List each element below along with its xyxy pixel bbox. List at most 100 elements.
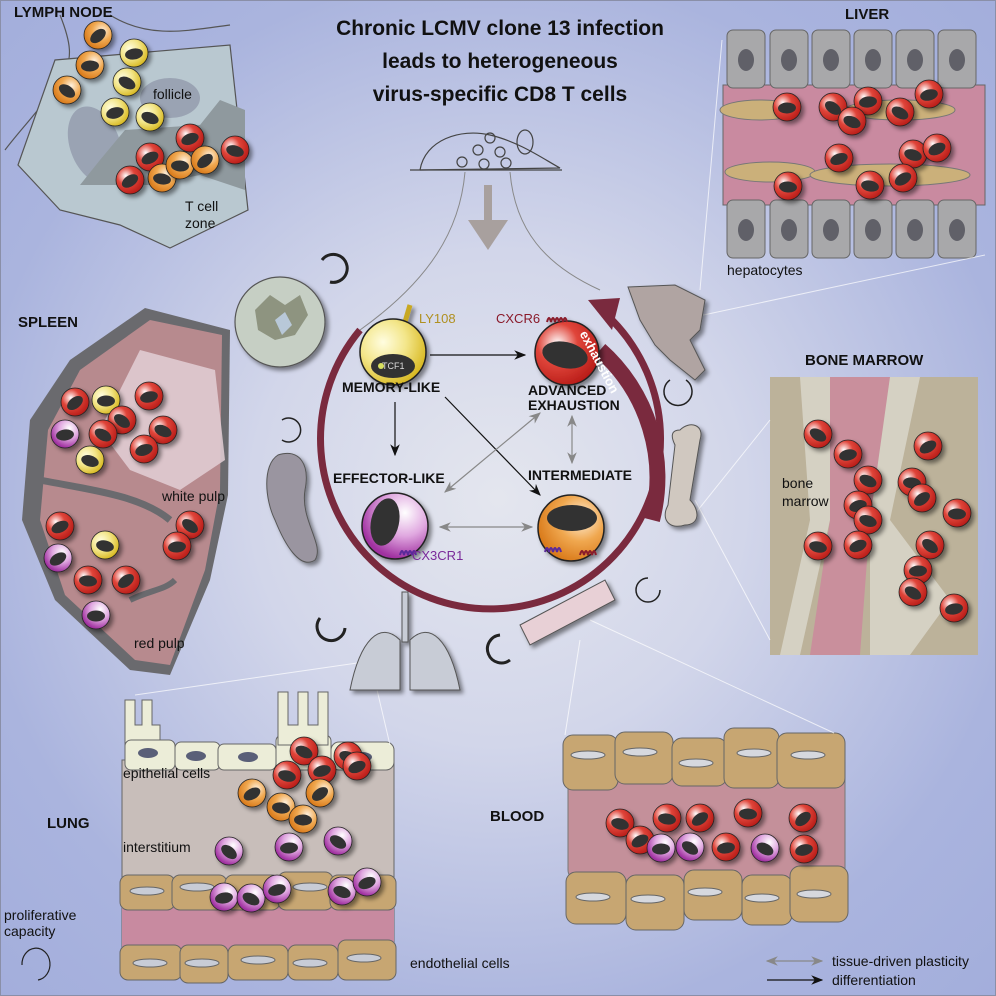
legend-proliferative: proliferative capacity [4,907,76,939]
marker-ly108: LY108 [419,311,456,326]
label-white-pulp: white pulp [162,488,226,504]
legend-plasticity-label: tissue-driven plasticity [832,953,969,969]
tissue-t-cell [907,483,937,513]
label-bone: bone [782,475,814,491]
label-endothelial-cells: endothelial cells [410,955,510,971]
tissue-t-cell [837,106,867,136]
lymph-node-organ-icon [234,276,326,368]
tissue-t-cell [165,150,195,180]
effector-like-cell[interactable] [361,492,429,560]
region-blood: BLOOD [490,808,545,825]
tissue-t-cell [675,832,705,862]
memory-like-cell[interactable] [359,304,427,386]
tissue-t-cell [305,778,335,808]
title-line-3: virus-specific CD8 T cells [372,83,628,106]
tissue-t-cell [115,165,145,195]
blood-vessel-organ-icon [519,579,616,646]
tissue-cells [43,20,972,913]
tissue-t-cell [112,67,142,97]
tissue-t-cell [50,419,80,449]
mouse-icon [410,129,562,171]
label-follicle: follicle [153,86,192,102]
infection-arrow-icon [468,185,508,250]
tissue-t-cell [922,133,952,163]
tissue-t-cell [81,600,111,630]
tissue-t-cell [914,79,944,109]
tissue-t-cell [788,803,818,833]
label-red-pulp: red pulp [134,635,185,651]
label-zone: zone [185,215,216,231]
tissue-t-cell [266,792,296,822]
tissue-t-cell [646,833,676,863]
tissue-t-cell [942,498,972,528]
label-marrow: marrow [782,493,829,509]
tissue-t-cell [289,736,319,766]
marker-tcf1: TCF1 [382,361,405,371]
tissue-t-cell [352,867,382,897]
tissue-t-cell [75,50,105,80]
advanced-exhaustion-cell[interactable] [534,317,600,386]
tissue-t-cell [915,530,945,560]
region-bone-marrow: BONE MARROW [805,352,924,369]
tissue-t-cell [236,883,266,913]
tissue-t-cell [91,385,121,415]
tissue-t-cell [772,92,802,122]
tissue-t-cell [190,145,220,175]
tissue-t-cell [111,565,141,595]
marker-cx3cr1: CX3CR1 [412,548,464,563]
tissue-t-cell [307,755,337,785]
liver-panel [679,29,986,321]
tissue-t-cell [214,836,244,866]
bone-organ-icon [664,424,702,527]
state-effector-like: EFFECTOR-LIKE [333,470,445,486]
exhaustion-ring [317,298,666,613]
state-intermediate: INTERMEDIATE [528,467,632,483]
tissue-t-cell [711,832,741,862]
region-lung: LUNG [47,815,90,832]
lung-organ-icon [349,591,461,691]
plasticity-arrows [438,412,577,532]
tissue-t-cell [119,38,149,68]
tissue-t-cell [342,751,372,781]
legend-proliferative-line2: capacity [4,923,56,939]
tissue-t-cell [162,531,192,561]
tissue-t-cell [60,387,90,417]
tissue-t-cell [898,577,928,607]
tissue-t-cell [272,760,302,790]
figure-title: Chronic LCMV clone 13 infection leads to… [250,12,750,111]
region-lymph-node: LYMPH NODE [14,4,113,21]
tissue-t-cell [75,445,105,475]
tissue-t-cell [803,419,833,449]
tissue-t-cell [885,97,915,127]
state-memory-like: MEMORY-LIKE [342,379,441,395]
tissue-t-cell [135,102,165,132]
lung-panel [119,659,397,984]
tissue-t-cell [913,431,943,461]
tissue-t-cell [750,833,780,863]
region-liver: LIVER [845,6,890,23]
tissue-t-cell [288,804,318,834]
intermediate-cell[interactable] [537,494,605,562]
tissue-t-cell [652,803,682,833]
tissue-t-cell [220,135,250,165]
tissue-t-cell [824,143,854,173]
tissue-t-cell [888,163,918,193]
tissue-t-cell [52,75,82,105]
tissue-t-cell [853,505,883,535]
state-advanced-exhaustion-2: EXHAUSTION [528,397,620,413]
legend-proliferative-line1: proliferative [4,907,77,923]
tissue-t-cell [803,531,833,561]
tissue-t-cell [833,439,863,469]
tissue-t-cell [323,826,353,856]
label-interstitium: interstitium [123,839,191,855]
title-line-2: leads to heterogeneous [382,50,618,73]
label-hepatocytes: hepatocytes [727,262,803,278]
spleen-organ-icon [266,453,318,563]
tissue-t-cell [939,593,969,623]
marker-cxcr6: CXCR6 [496,311,541,326]
tissue-t-cell [853,465,883,495]
legend-arrows [21,947,824,985]
tissue-t-cell [175,510,205,540]
